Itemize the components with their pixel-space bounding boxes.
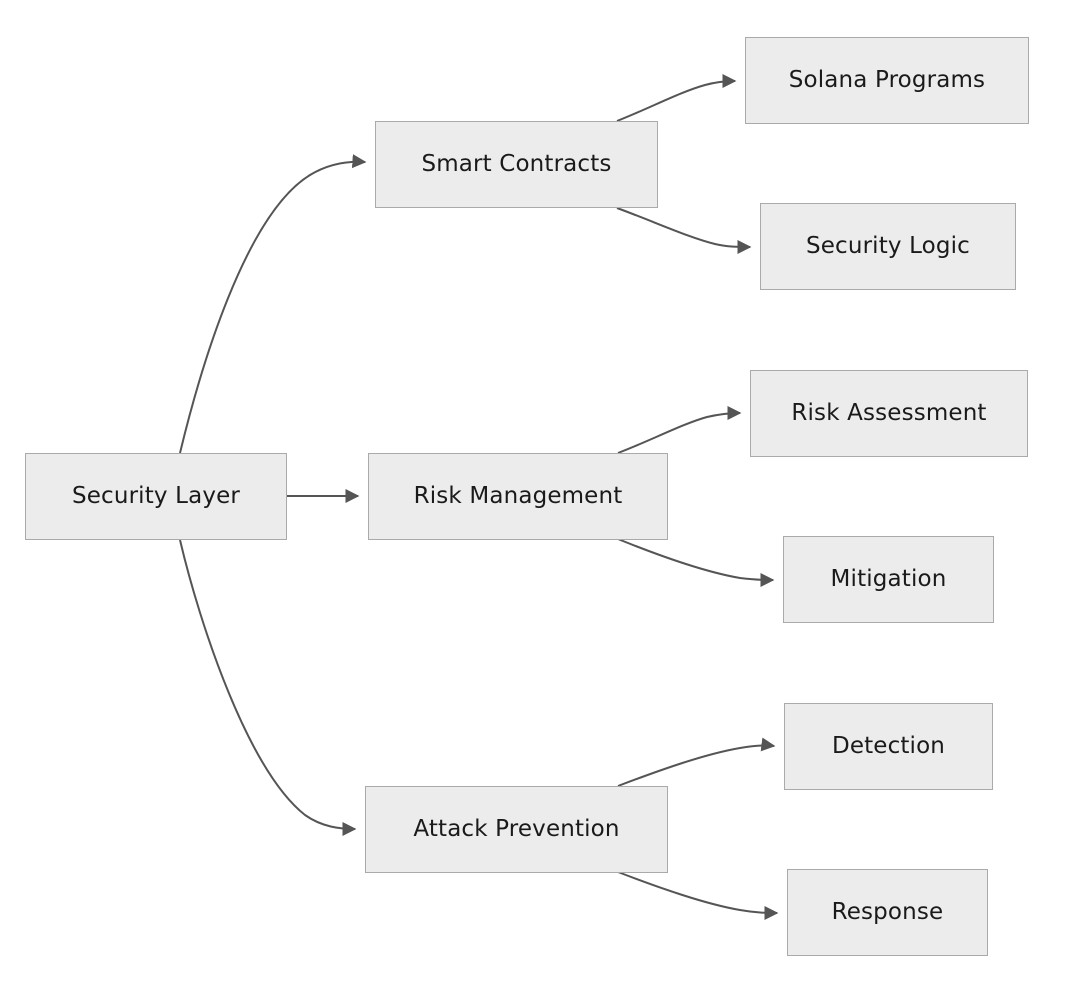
edge-attack-prevention-response bbox=[617, 871, 779, 920]
node-label-mitigation: Mitigation bbox=[830, 565, 947, 592]
node-label-smart-contracts: Smart Contracts bbox=[421, 150, 612, 177]
node-label-risk-management: Risk Management bbox=[413, 482, 623, 509]
node-label-security-logic: Security Logic bbox=[806, 232, 970, 259]
node-label-response: Response bbox=[831, 898, 944, 925]
edge-smart-contracts-security-logic bbox=[616, 207, 752, 254]
edge-security-layer-smart-contracts bbox=[179, 154, 367, 454]
node-smart-contracts[interactable]: Smart Contracts bbox=[375, 121, 658, 208]
node-label-solana-programs: Solana Programs bbox=[788, 66, 986, 93]
node-label-attack-prevention: Attack Prevention bbox=[413, 815, 620, 842]
edge-smart-contracts-solana-programs bbox=[616, 74, 737, 122]
node-label-security-layer: Security Layer bbox=[72, 482, 240, 509]
node-risk-management[interactable]: Risk Management bbox=[368, 453, 668, 540]
edge-attack-prevention-detection bbox=[617, 737, 776, 787]
node-label-risk-assessment: Risk Assessment bbox=[791, 399, 987, 426]
node-security-logic[interactable]: Security Logic bbox=[760, 203, 1016, 290]
node-label-detection: Detection bbox=[831, 732, 946, 759]
node-mitigation[interactable]: Mitigation bbox=[783, 536, 994, 623]
node-solana-programs[interactable]: Solana Programs bbox=[745, 37, 1029, 124]
edge-risk-management-risk-assessment bbox=[617, 406, 742, 454]
edge-security-layer-attack-prevention bbox=[179, 539, 357, 836]
node-risk-assessment[interactable]: Risk Assessment bbox=[750, 370, 1028, 457]
node-detection[interactable]: Detection bbox=[784, 703, 993, 790]
node-security-layer[interactable]: Security Layer bbox=[25, 453, 287, 540]
node-response[interactable]: Response bbox=[787, 869, 988, 956]
edge-risk-management-mitigation bbox=[617, 538, 775, 587]
node-attack-prevention[interactable]: Attack Prevention bbox=[365, 786, 668, 873]
